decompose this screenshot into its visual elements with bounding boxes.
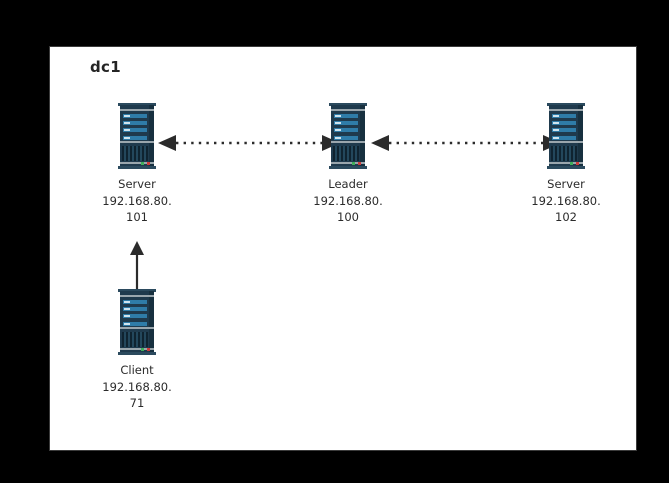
node-label-server-102: Server 192.168.80. 102: [506, 176, 626, 226]
link-client71-server101: [126, 241, 148, 293]
node-role: Leader: [328, 177, 368, 191]
node-ip-prefix: 192.168.80.: [313, 193, 383, 208]
node-role: Client: [120, 363, 154, 377]
node-ip-prefix: 192.168.80.: [102, 379, 172, 394]
cluster-panel: dc1: [49, 46, 637, 451]
node-label-client-71: Client 192.168.80. 71: [77, 362, 197, 412]
server-tower-icon: [329, 103, 367, 169]
node-client-71[interactable]: Client 192.168.80. 71: [77, 289, 197, 412]
server-tower-icon: [118, 103, 156, 169]
node-ip-suffix: 101: [126, 210, 148, 224]
node-leader-100[interactable]: Leader 192.168.80. 100: [288, 103, 408, 226]
node-ip-suffix: 100: [337, 210, 359, 224]
server-tower-icon: [118, 289, 156, 355]
node-ip-suffix: 71: [129, 396, 145, 410]
node-ip-prefix: 192.168.80.: [102, 193, 172, 208]
cluster-title: dc1: [90, 58, 121, 76]
node-ip-prefix: 192.168.80.: [531, 193, 601, 208]
node-label-leader-100: Leader 192.168.80. 100: [288, 176, 408, 226]
node-ip-suffix: 102: [555, 210, 577, 224]
node-server-101[interactable]: Server 192.168.80. 101: [77, 103, 197, 226]
node-role: Server: [118, 177, 156, 191]
node-server-102[interactable]: Server 192.168.80. 102: [506, 103, 626, 226]
node-label-server-101: Server 192.168.80. 101: [77, 176, 197, 226]
server-tower-icon: [547, 103, 585, 169]
node-role: Server: [547, 177, 585, 191]
